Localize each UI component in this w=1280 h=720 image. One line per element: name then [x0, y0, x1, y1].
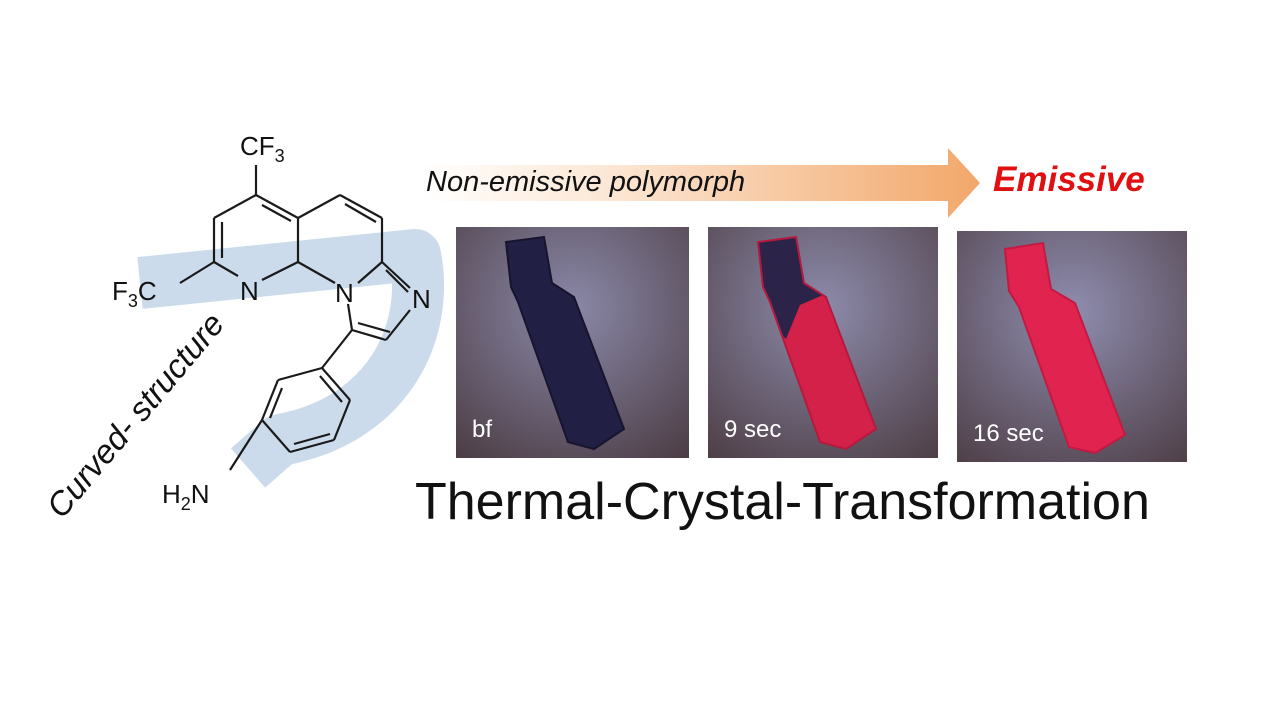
crystal-photo — [957, 231, 1187, 462]
photo-panel-bf: bf — [456, 227, 689, 458]
pyridine-n-label: N — [240, 276, 259, 306]
crystal-photo — [708, 227, 938, 458]
bridge-n-label: N — [335, 278, 354, 308]
crystal — [1003, 241, 1127, 455]
photo-panel-16sec: 16 sec — [957, 231, 1187, 462]
cf3-top-label: CF3 — [240, 131, 285, 166]
arrow-shape — [420, 148, 980, 218]
f3c-left-label: F3C — [112, 276, 157, 311]
panel-label: bf — [472, 416, 493, 443]
molecule-structure: CF3 F3C N N N H2N Curved- structure — [39, 131, 444, 524]
arrow-label: Non-emissive polymorph — [426, 166, 746, 198]
process-arrow: Non-emissive polymorph — [420, 148, 980, 218]
crystal — [504, 235, 626, 451]
imidazole-n-label: N — [412, 284, 431, 314]
panel-label: 16 sec — [973, 420, 1044, 447]
crystal-photo — [456, 227, 689, 458]
curved-highlight-band — [137, 229, 444, 488]
nh2-label: H2N — [162, 479, 210, 514]
bonds — [179, 165, 411, 471]
main-title: Thermal-Crystal-Transformation — [415, 473, 1150, 531]
panel-label: 9 sec — [724, 416, 782, 443]
emissive-label: Emissive — [993, 160, 1145, 199]
photo-panel-9sec: 9 sec — [708, 227, 938, 458]
